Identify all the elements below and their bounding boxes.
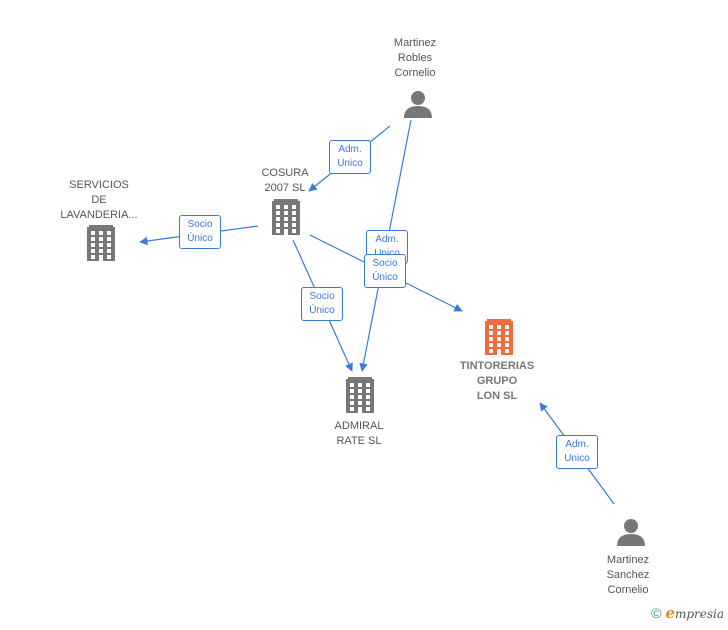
- edge-label-martinez-robles-to-cosura[interactable]: Adm. Unico: [329, 140, 371, 174]
- icons-layer: [87, 91, 645, 546]
- person-icon[interactable]: [617, 519, 645, 546]
- edge-label-cosura-to-servicios[interactable]: Socio Único: [179, 215, 221, 249]
- building-icon[interactable]: [87, 225, 115, 261]
- node-label-martinez-sanchez[interactable]: Martinez Sanchez Cornelio: [606, 554, 650, 596]
- building-icon-highlight[interactable]: [485, 319, 513, 355]
- node-label-admiral[interactable]: ADMIRAL RATE SL: [334, 420, 384, 447]
- node-label-martinez-robles[interactable]: Martinez Robles Cornelio: [393, 37, 437, 79]
- node-label-cosura[interactable]: COSURA 2007 SL: [261, 167, 309, 194]
- brand-logo[interactable]: empresia: [665, 604, 724, 622]
- node-label-servicios[interactable]: SERVICIOS DE LAVANDERIA...: [60, 179, 138, 221]
- edge-label-martinez-sanchez-to-tintorerias[interactable]: Adm. Unico: [556, 435, 598, 469]
- building-icon[interactable]: [272, 199, 300, 235]
- building-icon[interactable]: [346, 377, 374, 413]
- footer: © empresia: [651, 604, 724, 622]
- node-label-tintorerias[interactable]: TINTORERIAS GRUPO LON SL: [459, 360, 535, 402]
- edge-label-cosura-to-tintorerias[interactable]: Socio Único: [364, 254, 406, 288]
- person-icon[interactable]: [404, 91, 432, 118]
- copyright-icon: ©: [651, 605, 662, 621]
- edge-label-cosura-to-admiral[interactable]: Socio Único: [301, 287, 343, 321]
